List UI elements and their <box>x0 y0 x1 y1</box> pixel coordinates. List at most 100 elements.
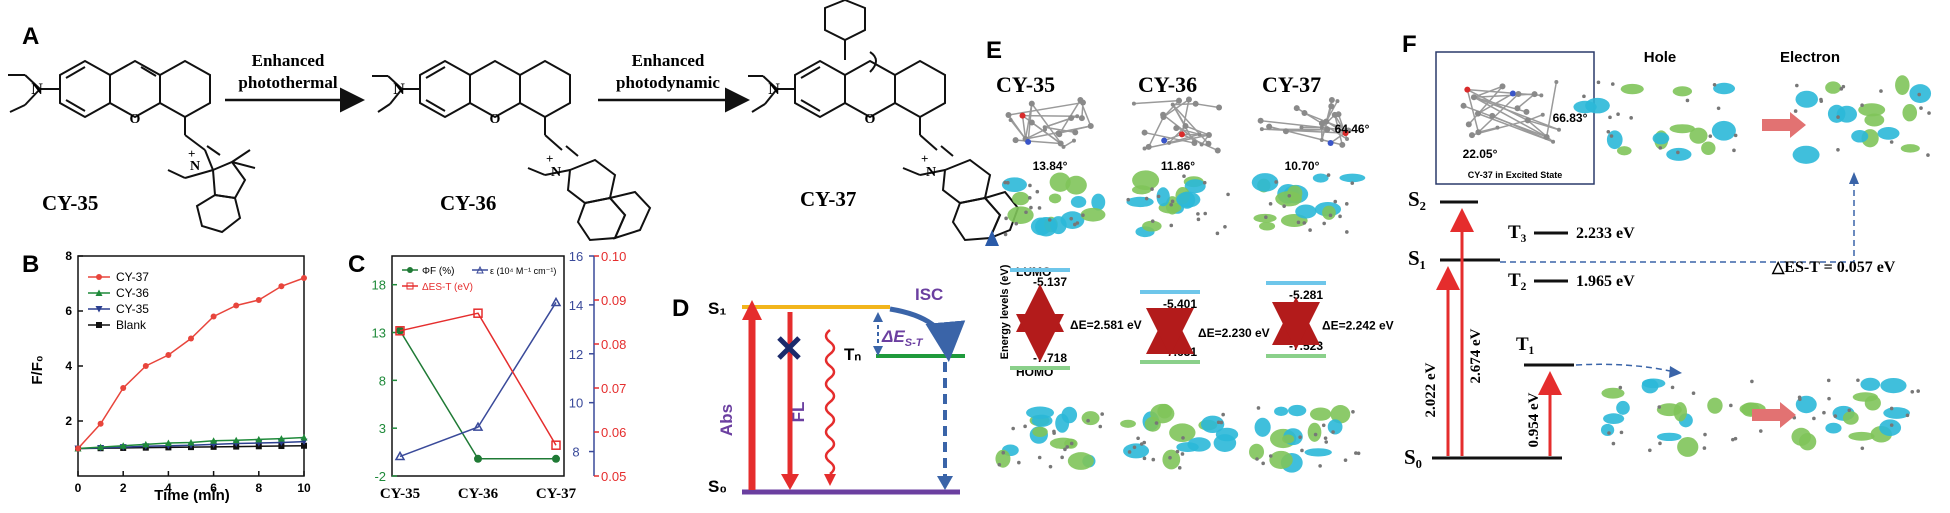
orbital-lobe <box>1883 407 1910 419</box>
atom <box>1025 139 1031 145</box>
atom <box>1471 94 1477 100</box>
data-point <box>256 297 262 303</box>
atom <box>1523 109 1529 115</box>
orbital-lobe <box>1712 121 1736 141</box>
atom <box>1155 421 1159 425</box>
atom <box>1616 112 1620 116</box>
atom <box>1086 419 1090 423</box>
dest-bracket-top <box>873 312 883 322</box>
legend-label: CY-36 <box>116 286 149 300</box>
atom <box>1350 181 1354 185</box>
orbital-lobe <box>1339 174 1365 183</box>
atom <box>1283 128 1289 134</box>
atom <box>1648 448 1652 452</box>
heat-wave-icon <box>826 330 834 474</box>
atom <box>1331 430 1335 434</box>
atom <box>1510 91 1516 97</box>
e-angle-cy35: 13.84° <box>1033 159 1068 173</box>
atom <box>1075 114 1079 118</box>
left-tick-label: 8 <box>379 373 386 388</box>
atom <box>1607 431 1611 435</box>
orbital-lobe <box>1120 420 1136 428</box>
atom <box>1160 112 1166 118</box>
homo-value: -7.523 <box>1289 339 1323 353</box>
atom <box>1713 83 1717 87</box>
f-t1-label: T₁ <box>1516 334 1534 355</box>
atom-n-label-3: N <box>768 81 780 98</box>
atom <box>1345 137 1349 141</box>
orbital-lobe <box>1865 396 1881 411</box>
orbital-lobe <box>1050 172 1071 191</box>
atom <box>1327 173 1331 177</box>
atom <box>1357 451 1361 455</box>
atom <box>1221 413 1225 417</box>
atom <box>1351 410 1355 414</box>
atom <box>1171 103 1175 107</box>
orbital-lobe <box>1310 407 1331 420</box>
atom <box>1011 427 1015 431</box>
atom <box>1100 412 1104 416</box>
gap-value: ΔE=2.230 eV <box>1198 326 1270 340</box>
atom <box>1319 120 1325 126</box>
atom <box>1098 425 1102 429</box>
orbital-lobe <box>1701 141 1715 155</box>
left-tick-label: 13 <box>372 326 386 341</box>
panel-letter-c: C <box>348 251 365 278</box>
panel-letter-d: D <box>672 295 689 322</box>
orbital-lobe <box>1269 451 1292 469</box>
legend-marker <box>96 322 102 328</box>
atom <box>1619 386 1623 390</box>
panel-f: F 22.05° 66.83° CY-37 in Excited State H… <box>1402 31 1931 469</box>
atom-o-label-1: O <box>130 112 141 127</box>
orbital-lobe <box>1616 401 1630 415</box>
f-arrow-0954-label: 0.954 eV <box>1526 392 1542 447</box>
phosphorescence-arrowhead <box>937 476 953 490</box>
orbital-lobe <box>1617 146 1632 155</box>
abs-label: Abs <box>717 404 736 436</box>
atom <box>1833 414 1837 418</box>
atom <box>1255 457 1259 461</box>
atom <box>1732 149 1736 153</box>
e-name-cy35: CY-35 <box>996 72 1055 97</box>
atom <box>1328 103 1334 109</box>
panel-letter-a: A <box>22 23 39 50</box>
atom <box>1028 184 1032 188</box>
legend-label: Blank <box>116 318 147 332</box>
orbital-lobe <box>1895 75 1910 95</box>
atom <box>1056 131 1062 137</box>
atom <box>1001 451 1005 455</box>
atom <box>1731 438 1735 442</box>
right2-tick-label: 0.09 <box>601 293 626 308</box>
atom <box>1223 225 1227 229</box>
atom <box>1006 181 1010 185</box>
atom <box>1181 452 1185 456</box>
atom-nplus-label-2: N <box>551 165 561 180</box>
chart-b-series <box>75 275 308 452</box>
atom <box>1142 130 1148 136</box>
atom <box>1539 93 1543 97</box>
atom <box>1544 134 1550 140</box>
atom <box>1759 429 1763 433</box>
atom <box>1150 187 1154 191</box>
atom <box>1294 105 1300 111</box>
f-inset-caption: CY-37 in Excited State <box>1468 170 1563 180</box>
atom <box>1466 121 1472 127</box>
atom <box>1151 219 1155 223</box>
series-line <box>400 331 556 459</box>
atom <box>1750 380 1754 384</box>
e-name-cy37: CY-37 <box>1262 72 1321 97</box>
atom <box>1514 105 1520 111</box>
y-tick-label: 4 <box>65 359 72 373</box>
legend-label: ΔES-T (eV) <box>422 282 473 293</box>
atom <box>1919 106 1923 110</box>
orbital-lobe <box>1002 177 1027 192</box>
atom <box>1842 85 1846 89</box>
orbital-lobe <box>1007 206 1033 224</box>
chart-b-ylabel: F/F₀ <box>29 355 46 384</box>
atom <box>1860 103 1864 107</box>
panel-letter-f: F <box>1402 31 1417 58</box>
category-label: CY-36 <box>458 486 499 502</box>
atom <box>1532 91 1538 97</box>
orbital-lobe <box>1322 206 1336 220</box>
